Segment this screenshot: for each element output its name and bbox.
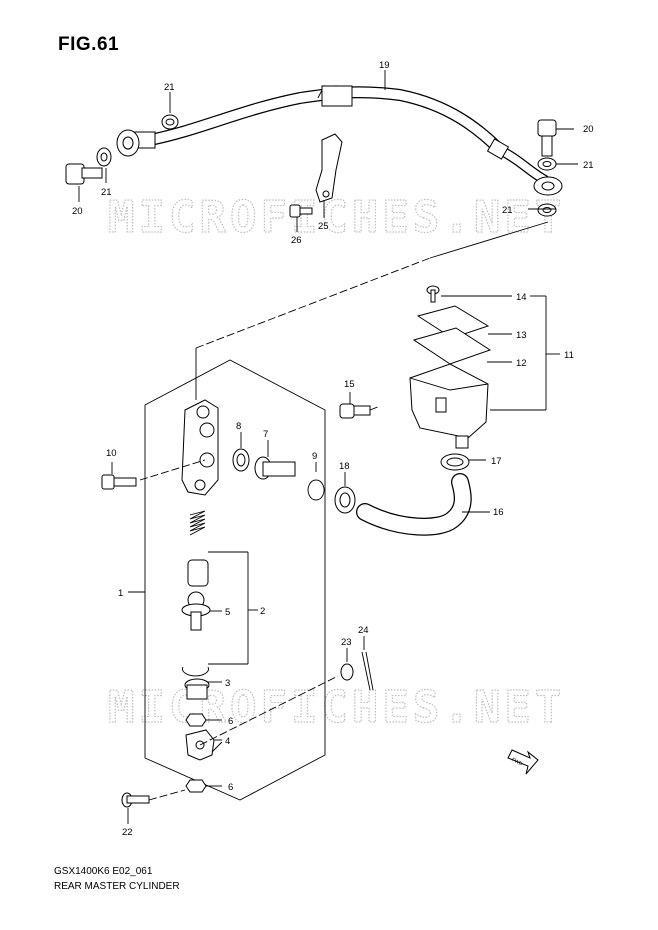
reservoir-hose-16: [356, 473, 472, 536]
callout-8: 8: [236, 421, 241, 432]
reservoir-tank-11: [409, 363, 489, 449]
hose-clamp-18: [334, 486, 356, 514]
callout-7: 7: [263, 429, 268, 440]
callout-15: 15: [344, 379, 355, 390]
circlip: [182, 666, 209, 677]
watermark-top: MICROFICHES.NET: [108, 192, 565, 243]
leader-lines: [78, 70, 578, 824]
banjo-bolt-20-right: [537, 119, 557, 157]
callout-16: 16: [493, 507, 504, 518]
reservoir-cap-13: [416, 305, 490, 339]
callout-4: 4: [225, 736, 230, 747]
watermark-bottom: MICROFICHES.NET: [108, 682, 565, 733]
callout-18: 18: [339, 461, 350, 472]
callout-3: 3: [225, 678, 230, 689]
callout-14: 14: [516, 292, 527, 303]
callout-17: 17: [491, 456, 502, 467]
diaphragm-plate-12: [412, 327, 492, 365]
nut-6-upper: [185, 713, 207, 727]
banjo-bolt-20-left: [65, 147, 112, 185]
callout-19: 19: [379, 60, 390, 71]
callout-22: 22: [122, 827, 133, 838]
bolt-15: [339, 403, 371, 419]
forward-direction-marker: FWD: [507, 749, 539, 775]
bolt-10: [101, 474, 137, 490]
brake-hose-19: [116, 84, 563, 196]
connector-7: [254, 456, 296, 480]
callout-1: 1: [118, 588, 123, 599]
callout-6-lower: 6: [228, 782, 233, 793]
callout-13: 13: [516, 330, 527, 341]
nut-6-lower: [185, 779, 207, 793]
master-cylinder-body: [181, 399, 219, 496]
callout-25: 25: [318, 221, 329, 232]
callout-21-top: 21: [164, 82, 175, 93]
callout-21-right-upper: 21: [583, 160, 594, 171]
model-code: GSX1400K6 E02_061: [54, 866, 153, 877]
boot-3: [184, 678, 210, 700]
callout-2: 2: [260, 606, 265, 617]
pin-22: [121, 792, 150, 808]
callout-5: 5: [225, 607, 230, 618]
callout-12: 12: [516, 358, 527, 369]
section-name: REAR MASTER CYLINDER: [54, 881, 180, 892]
callout-23: 23: [341, 637, 352, 648]
figure-title: FIG.61: [58, 34, 120, 55]
fwd-label: FWD: [510, 757, 523, 768]
callout-20-right: 20: [583, 124, 594, 135]
callout-10: 10: [106, 448, 117, 459]
washer-23: [340, 663, 354, 681]
callout-24: 24: [358, 625, 369, 636]
callout-11: 11: [564, 350, 574, 361]
circlip-9: [307, 479, 325, 501]
hose-clamp-17: [440, 453, 470, 471]
callout-21-right-lower: 21: [502, 205, 513, 216]
callout-20-left: 20: [72, 206, 83, 217]
callout-6-upper: 6: [228, 716, 233, 727]
push-rod-5: [181, 591, 211, 631]
piston-spring: [187, 510, 209, 587]
cotter-pin-24: [361, 651, 374, 691]
bolt-26: [289, 204, 313, 218]
hose-clamp-25: [315, 133, 343, 203]
callout-21-left: 21: [101, 187, 112, 198]
callout-9: 9: [312, 451, 317, 462]
reservoir-screw-14: [426, 285, 440, 303]
callout-26: 26: [291, 235, 302, 246]
assembly-outline-1: [144, 359, 326, 801]
